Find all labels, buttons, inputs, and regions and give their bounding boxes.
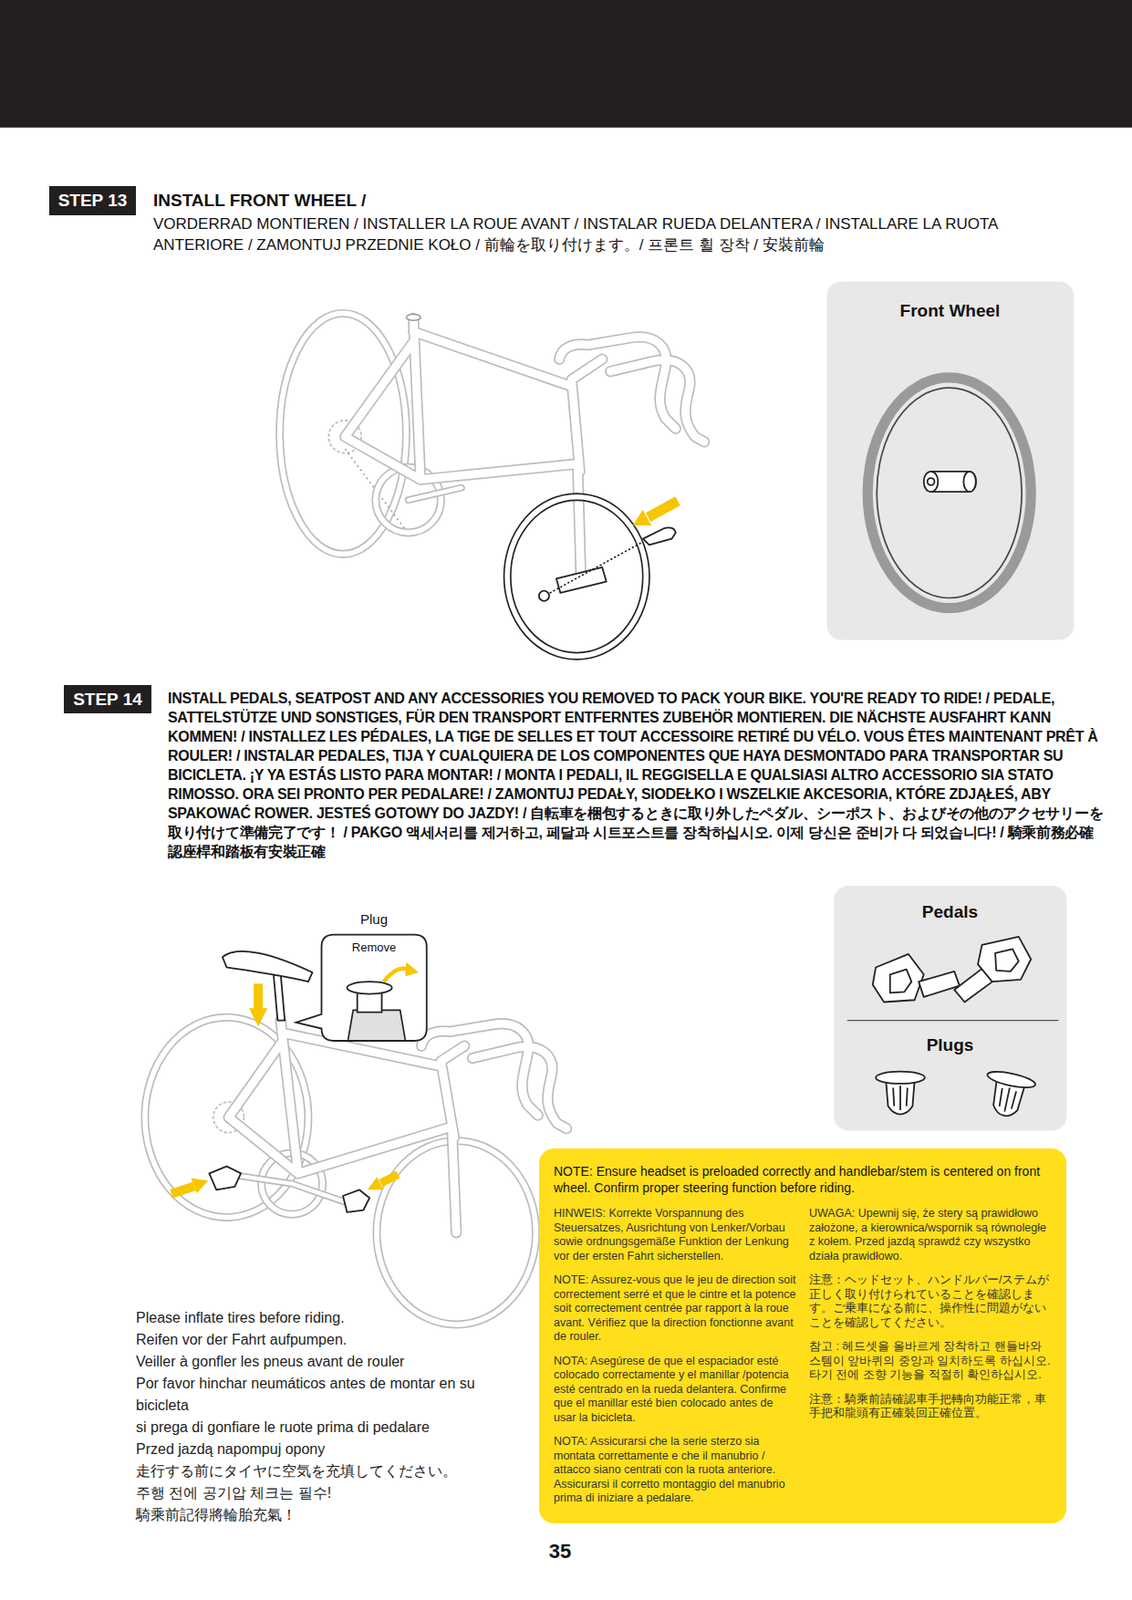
- crank: [237, 1175, 346, 1203]
- install-arrow: [648, 500, 678, 518]
- crank: [408, 488, 462, 500]
- pedal-cleat: [890, 969, 912, 994]
- inflate-note: 주행 전에 공기압 체크는 필수!: [135, 1482, 483, 1505]
- skewer-line: [539, 542, 642, 600]
- panel-heading: Pedals: [833, 902, 1067, 923]
- callout-bubble: PlugRemove: [321, 934, 427, 1041]
- inflate-note: 走行する前にタイヤに空気を充填してください。: [135, 1460, 483, 1483]
- install-arrow: [367, 1176, 384, 1190]
- panel-heading: Front Wheel: [826, 301, 1074, 322]
- page-number-block: 35: [537, 1539, 583, 1564]
- parts-panel: [833, 885, 1067, 1131]
- note-text: 注意：ヘッドセット、ハンドルバー/ステムが正しく取り付けられていることを確認しま…: [809, 1273, 1052, 1330]
- seat-tube-cutaway: [348, 1009, 406, 1039]
- note-text: NOTE: Assurez-vous que le jeu de directi…: [553, 1273, 797, 1345]
- plug: [875, 1071, 925, 1115]
- note-text: 참고 : 헤드셋을 올바르게 장착하고 핸들바와 스템이 앞바퀴의 중앙과 일치…: [809, 1339, 1052, 1383]
- crank: [408, 488, 462, 500]
- pedal: [342, 1189, 370, 1213]
- inflate-note: Por favor hinchar neumáticos antes de mo…: [135, 1372, 483, 1417]
- hub-bore: [927, 477, 935, 486]
- front-wheel-panel: [826, 281, 1074, 641]
- pedal-spindle: [918, 971, 960, 997]
- skewer-nut: [539, 591, 550, 602]
- install-arrow: [190, 1178, 208, 1195]
- pedal: [977, 936, 1031, 982]
- part-panel: Front Wheel: [826, 281, 1074, 641]
- wheel-rim: [876, 387, 1022, 598]
- inflate-note: si prega di gonfiare le ruote prima di p…: [135, 1416, 483, 1439]
- skewer-lever: [643, 527, 676, 545]
- panel-ground: [826, 281, 1074, 641]
- step-badge: STEP 14: [63, 685, 152, 714]
- plug: [346, 981, 392, 994]
- seat-tube-top: [405, 314, 421, 322]
- note-text: NOTA: Assicurarsi che la serie sterzo si…: [553, 1434, 797, 1506]
- step-badge: STEP 13: [49, 186, 136, 216]
- install-arrow: [380, 1174, 398, 1184]
- front-wheel: [507, 497, 646, 657]
- pedal: [208, 1166, 241, 1191]
- header-bar: [0, 0, 1132, 128]
- step-instruction: INSTALL PEDALS, SEATPOST AND ANY ACCESSO…: [167, 688, 1108, 862]
- note-columns: HINWEIS: Korrekte Vorspannung des Steuer…: [553, 1206, 1052, 1517]
- hub-end: [963, 471, 976, 492]
- inflate-note: 騎乘前記得將輪胎充氣！: [135, 1504, 483, 1527]
- step-title-translations: VORDERRAD MONTIEREN / INSTALLER LA ROUE …: [153, 213, 1066, 256]
- install-arrow: [171, 1185, 195, 1194]
- pedal-cleat: [995, 948, 1019, 972]
- plug: [979, 1068, 1037, 1121]
- step-title-translations-block: VORDERRAD MONTIEREN / INSTALLER LA ROUE …: [153, 213, 1066, 256]
- page-number: 35: [537, 1539, 583, 1564]
- handlebar: [559, 336, 705, 442]
- frame: [228, 1020, 465, 1234]
- note-heading-area: NOTE: Ensure headset is preloaded correc…: [553, 1163, 1052, 1196]
- callout-heading: Plug: [302, 911, 446, 927]
- hub-end: [924, 471, 939, 492]
- handlebar: [421, 1023, 567, 1129]
- divider: [847, 1019, 1060, 1021]
- note-text: UWAGA: Upewnij się, że stery są prawidło…: [809, 1206, 1052, 1264]
- callout-action: Remove: [321, 940, 427, 955]
- inflate-note: Przed jazdą napompuj opony: [135, 1438, 483, 1461]
- plug-callout: [296, 934, 427, 1041]
- frame: [228, 1020, 465, 1234]
- note-column: HINWEIS: Korrekte Vorspannung des Steuer…: [553, 1206, 797, 1517]
- step-title: INSTALL FRONT WHEEL /: [153, 189, 1066, 212]
- seatpost: [273, 974, 285, 1020]
- saddle: [222, 951, 312, 982]
- note-text: HINWEIS: Korrekte Vorspannung des Steuer…: [553, 1206, 797, 1264]
- step-number: STEP 14: [63, 685, 152, 714]
- front-wheel: [507, 497, 646, 657]
- panel-heading: Plugs: [833, 1035, 1067, 1056]
- install-arrow: [253, 983, 263, 1010]
- inflate-note: Reifen vor der Fahrt aufpumpen.: [135, 1329, 483, 1351]
- inflate-note-block: Please inflate tires before riding.Reife…: [135, 1307, 483, 1527]
- note-text: NOTA: Asegúrese de que el espaciador est…: [553, 1354, 797, 1426]
- install-arrow: [633, 509, 652, 527]
- note-text: NOTE: Ensure headset is preloaded correc…: [553, 1163, 1052, 1196]
- note-column: UWAGA: Upewnij się, że stery są prawidło…: [809, 1206, 1052, 1517]
- callout-bubble: [296, 934, 427, 1041]
- crank: [237, 1175, 346, 1203]
- remove-arrow: [384, 968, 409, 982]
- step-number: STEP 13: [49, 186, 136, 216]
- panel-ground: [833, 885, 1067, 1131]
- hub: [556, 567, 607, 593]
- install-arrow: [249, 1007, 268, 1027]
- inflate-note: Please inflate tires before riding.: [135, 1307, 483, 1330]
- handlebar: [421, 1023, 567, 1129]
- part-panel: PedalsPlugs: [833, 885, 1067, 1131]
- inflate-note: Veiller à gonfler les pneus avant de rou…: [135, 1350, 483, 1373]
- step-instruction-block: INSTALL PEDALS, SEATPOST AND ANY ACCESSO…: [167, 688, 1108, 862]
- bike-step13: [280, 312, 706, 656]
- remove-arrow: [405, 962, 419, 977]
- handlebar: [559, 336, 705, 442]
- step-title-block: INSTALL FRONT WHEEL /: [153, 189, 1066, 212]
- note-text: 注意：騎乘前請確認車手把轉向功能正常，車手把和龍頭有正確裝回正確位置。: [809, 1392, 1052, 1422]
- wheel-tire: [867, 377, 1031, 609]
- note-box: NOTE: Ensure headset is preloaded correc…: [539, 1148, 1067, 1524]
- pedal: [872, 954, 925, 1003]
